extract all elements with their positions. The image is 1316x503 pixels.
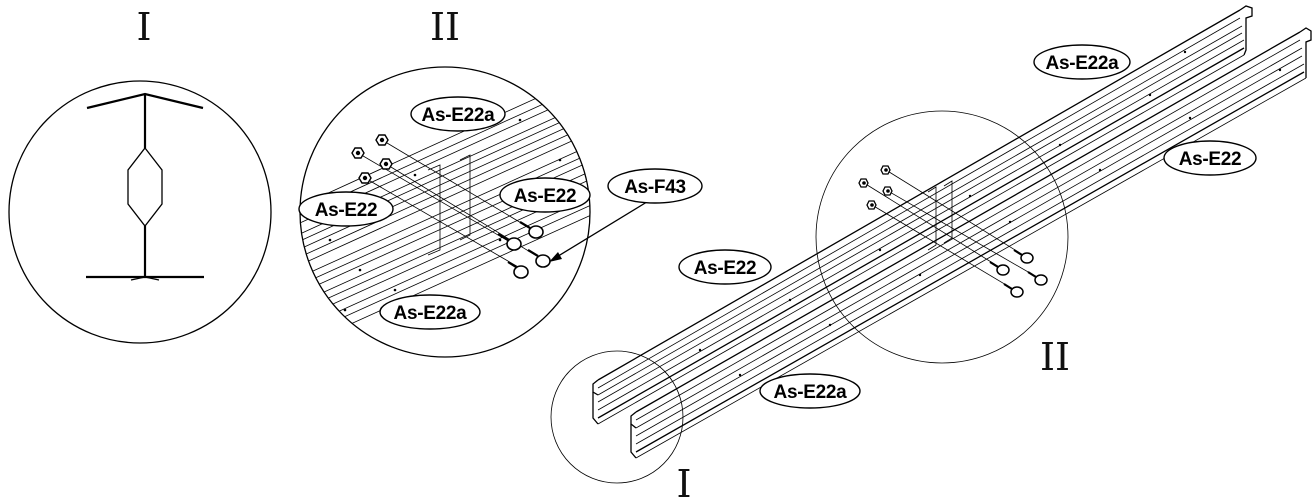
- nut-icon: [358, 172, 372, 184]
- bolt-icon: [1027, 271, 1048, 286]
- part-tag: As-E22a: [379, 294, 481, 330]
- svg-text:As-E22: As-E22: [514, 186, 577, 207]
- profile-section: [86, 92, 204, 281]
- main-assembly: [550, 5, 1312, 484]
- part-tag: As-E22a: [759, 373, 861, 409]
- bolt-icon: [497, 233, 522, 251]
- rear-rail: [592, 5, 1253, 425]
- svg-text:As-F43: As-F43: [624, 177, 686, 198]
- nut-icon: [866, 200, 877, 210]
- detail-one-view: [8, 80, 272, 344]
- detail-two-fasteners: [351, 134, 551, 279]
- callout-two-label: II: [1040, 335, 1070, 379]
- svg-text:As-E22a: As-E22a: [774, 382, 848, 403]
- bolt-icon: [1013, 249, 1034, 264]
- part-tag: As-E22: [298, 191, 394, 227]
- nut-icon: [375, 134, 389, 146]
- bolt-icon: [519, 221, 544, 239]
- detail-two-title: II: [430, 5, 460, 49]
- nut-icon: [858, 178, 869, 188]
- main-fasteners: [858, 165, 1048, 298]
- nut-icon: [379, 158, 393, 170]
- bolt-icon: [527, 249, 551, 268]
- part-tag: As-E22a: [1033, 44, 1131, 80]
- nut-icon: [351, 147, 365, 159]
- bolt-icon: [989, 261, 1010, 276]
- detail-one-title: I: [136, 5, 151, 49]
- svg-text:As-E22: As-E22: [315, 200, 378, 221]
- bolt-callout-arrow: [549, 196, 656, 262]
- nut-icon: [880, 165, 891, 175]
- part-tag: As-E22a: [410, 96, 506, 132]
- svg-text:As-E22a: As-E22a: [1046, 53, 1120, 74]
- callout-one-label: I: [676, 462, 691, 503]
- callout-two-circle: [815, 110, 1069, 364]
- part-tag: As-E22: [678, 249, 772, 285]
- svg-text:As-E22: As-E22: [694, 258, 757, 279]
- front-rail: [630, 27, 1312, 459]
- part-tag: As-E22: [499, 177, 591, 213]
- detail-one-circle: [8, 80, 272, 344]
- part-tag: As-F43: [607, 168, 703, 204]
- svg-text:As-E22a: As-E22a: [394, 303, 468, 324]
- svg-text:As-E22: As-E22: [1179, 149, 1242, 170]
- rail-holes: [698, 50, 1282, 377]
- svg-text:As-E22a: As-E22a: [422, 105, 496, 126]
- bolt-icon: [1003, 283, 1024, 298]
- nut-icon: [882, 186, 893, 196]
- part-tag: As-E22: [1163, 140, 1257, 176]
- callout-one-circle: [550, 350, 684, 484]
- bolt-icon: [507, 261, 529, 279]
